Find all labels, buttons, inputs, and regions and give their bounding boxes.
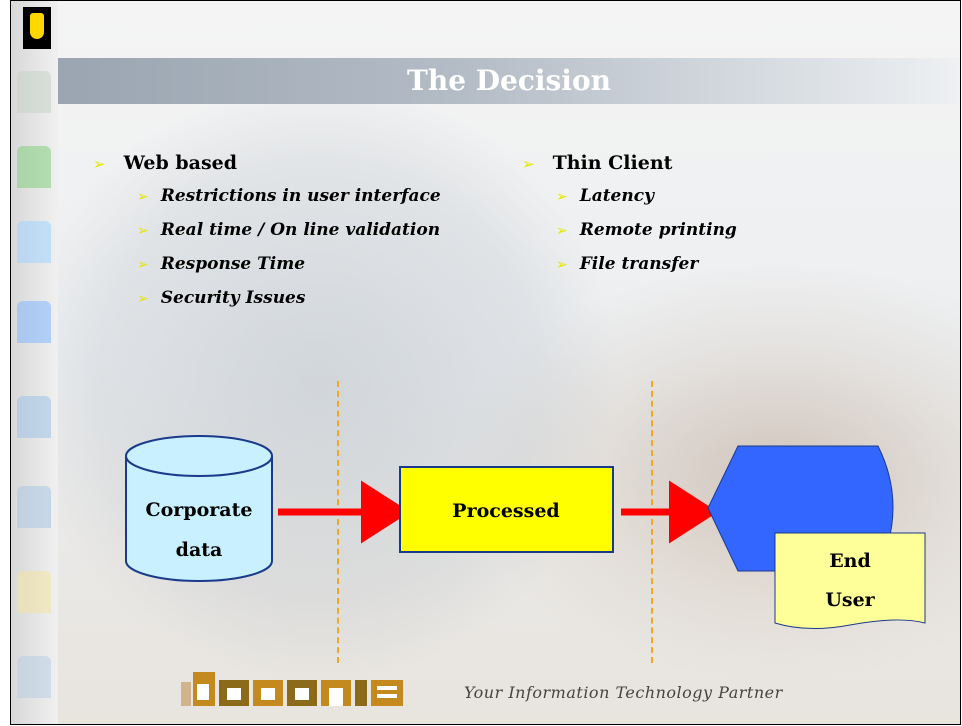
source-label-line2: data [176,539,223,561]
arrowhead-bullet-icon: ➢ [137,257,149,273]
heading-text: Thin Client [552,152,673,174]
decorative-tab-icon [17,396,51,438]
item-text: Security Issues [160,288,306,308]
list-item: ➢ Real time / On line validation [93,213,441,247]
item-text: Response Time [160,254,306,274]
process-box [399,466,614,553]
arrowhead-bullet-icon: ➢ [93,155,106,173]
user-label-line1: End [829,550,871,572]
arrowhead-bullet-icon: ➢ [137,223,149,239]
item-text: Real time / On line validation [160,220,441,240]
decorative-tab-icon [17,301,51,343]
arrowhead-bullet-icon: ➢ [522,155,535,173]
divider-line-left [337,381,339,663]
dacams-logo-icon [181,672,403,706]
slide-frame: The Decision ➢ Web based ➢ Restrictions in… [10,0,961,725]
flow-diagram: Corporate data Processed End User [125,435,926,630]
process-label: Processed [452,500,559,522]
user-label-line2: User [825,589,875,611]
slide-title: The Decision [407,64,611,97]
end-user-note [774,532,926,630]
decorative-tab-icon [17,486,51,528]
item-text: File transfer [579,254,699,274]
source-label-line1: Corporate [146,499,253,521]
list-heading: ➢ Thin Client [522,147,737,179]
decorative-tab-icon [17,221,51,263]
arrowhead-bullet-icon: ➢ [556,257,568,273]
decorative-tab-icon [17,146,51,188]
decorative-tab-icon [17,656,51,698]
item-text: Latency [579,186,654,206]
list-item: ➢ File transfer [522,247,737,281]
item-text: Remote printing [579,220,737,240]
decorative-tab-icon [17,71,51,113]
list-item: ➢ Restrictions in user interface [93,179,441,213]
divider-line-right [651,381,653,663]
item-text: Restrictions in user interface [160,186,441,206]
slide-content: The Decision ➢ Web based ➢ Restrictions in… [58,1,960,724]
list-item: ➢ Latency [522,179,737,213]
title-band [58,58,960,104]
web-based-list: ➢ Web based ➢ Restrictions in user interfa… [93,147,441,315]
arrowhead-bullet-icon: ➢ [137,189,149,205]
sidebar-strip [11,1,58,724]
list-item: ➢ Security Issues [93,281,441,315]
brand-emblem-icon [23,7,51,49]
arrowhead-bullet-icon: ➢ [556,223,568,239]
decorative-tab-icon [17,571,51,613]
arrowhead-bullet-icon: ➢ [137,291,149,307]
heading-text: Web based [123,152,238,174]
list-heading: ➢ Web based [93,147,441,179]
footer-tagline: Your Information Technology Partner [464,683,783,702]
list-item: ➢ Response Time [93,247,441,281]
list-item: ➢ Remote printing [522,213,737,247]
arrowhead-bullet-icon: ➢ [556,189,568,205]
corporate-data-cylinder [125,435,273,582]
thin-client-list: ➢ Thin Client ➢ Latency ➢ Remote printing ➢… [522,147,737,281]
